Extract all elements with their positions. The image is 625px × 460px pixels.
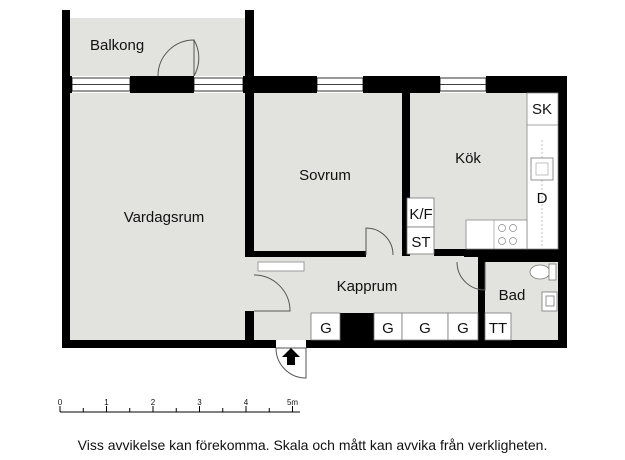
wall-living-bedroom bbox=[245, 93, 254, 257]
fixture-label-tt: TT bbox=[489, 320, 507, 337]
entrance-door bbox=[275, 347, 307, 379]
wall-bottom-right bbox=[306, 340, 567, 348]
bathroom-fixtures bbox=[529, 263, 558, 312]
wall-top-bedroom-a bbox=[245, 76, 317, 93]
scale-labels: 0 1 2 3 4 5m bbox=[58, 398, 299, 407]
bedroom-floor bbox=[254, 93, 402, 255]
windows bbox=[71, 77, 487, 92]
wall-bedroom-bottom bbox=[254, 251, 366, 257]
closet-storage bbox=[406, 226, 435, 255]
balcony-floor bbox=[70, 18, 245, 76]
fixture-label-sk: SK bbox=[532, 101, 552, 118]
fixture-label-kf: K/F bbox=[409, 206, 432, 223]
balcony-door bbox=[157, 39, 195, 77]
scale-ticks bbox=[59, 406, 293, 412]
fixture-labels: SK D K/F ST G G G G TT bbox=[320, 101, 552, 337]
disclaimer-text: Viss avvikelse kan förekomma. Skala och … bbox=[77, 437, 548, 453]
wall-bath-left bbox=[478, 257, 485, 340]
wall-kitchen-bottom-b bbox=[464, 249, 567, 257]
wall-bedroom-kitchen bbox=[402, 93, 410, 256]
wardrobe-1 bbox=[310, 312, 341, 341]
wall-top-bedroom-b bbox=[363, 76, 440, 93]
toilet-icon bbox=[529, 264, 551, 280]
living-room-floor-lower bbox=[70, 250, 255, 340]
scale-label: 4 bbox=[244, 398, 249, 407]
fixture-label-g1: G bbox=[320, 320, 332, 337]
wall-kitchen-bottom-a bbox=[434, 249, 464, 256]
hall-pillar bbox=[340, 313, 374, 341]
dryer-cabinet bbox=[484, 312, 512, 341]
balcony-door-b bbox=[193, 39, 200, 77]
wall-balcony-right bbox=[245, 10, 254, 95]
wall-top-kitchen bbox=[486, 76, 567, 93]
room-label-balkong: Balkong bbox=[90, 37, 144, 54]
fixture-label-st: ST bbox=[411, 234, 430, 251]
hat-shelf bbox=[257, 261, 305, 272]
wall-right bbox=[558, 76, 567, 348]
wall-balcony-left bbox=[62, 10, 70, 95]
washbasin-icon bbox=[541, 291, 558, 312]
fixture-label-g4: G bbox=[457, 320, 469, 337]
room-label-kok: Kök bbox=[455, 150, 481, 167]
wall-left bbox=[62, 76, 70, 348]
room-label-kapprum: Kapprum bbox=[337, 278, 398, 295]
fixture-label-g2: G bbox=[382, 320, 394, 337]
wardrobe-4 bbox=[447, 312, 479, 341]
walls bbox=[62, 10, 567, 348]
scale-label: 0 bbox=[58, 398, 63, 407]
sink bbox=[530, 157, 554, 181]
room-label-vardagsrum: Vardagsrum bbox=[124, 209, 205, 226]
door-swings bbox=[157, 39, 486, 379]
stove-counter bbox=[465, 219, 528, 250]
bathroom-door bbox=[456, 261, 486, 291]
scale-label: 5m bbox=[287, 398, 298, 407]
stove-burners bbox=[498, 224, 517, 245]
fixture-label-d: D bbox=[537, 190, 548, 207]
entrance-arrow-icon bbox=[282, 348, 300, 365]
hall-fixtures bbox=[257, 261, 512, 341]
fridge-freezer bbox=[406, 197, 435, 228]
scale-label: 1 bbox=[104, 398, 109, 407]
room-label-sovrum: Sovrum bbox=[299, 167, 351, 184]
scale-label: 3 bbox=[197, 398, 202, 407]
bedroom-door bbox=[365, 227, 394, 256]
room-labels: Balkong Vardagsrum Sovrum Kök Kapprum Ba… bbox=[90, 37, 525, 304]
fixture-label-g3: G bbox=[419, 320, 431, 337]
scale-label: 2 bbox=[151, 398, 156, 407]
wall-living-hall bbox=[245, 311, 254, 348]
room-label-bad: Bad bbox=[499, 287, 526, 304]
wall-balcony-bottom-mid bbox=[130, 76, 194, 93]
wall-bottom-left bbox=[62, 340, 276, 348]
wall-bath-top bbox=[478, 257, 567, 262]
wardrobe-3 bbox=[401, 312, 449, 341]
kitchen-fixtures bbox=[406, 92, 559, 255]
living-door bbox=[253, 274, 291, 312]
scale-bar: 0 1 2 3 4 5m bbox=[58, 398, 300, 413]
